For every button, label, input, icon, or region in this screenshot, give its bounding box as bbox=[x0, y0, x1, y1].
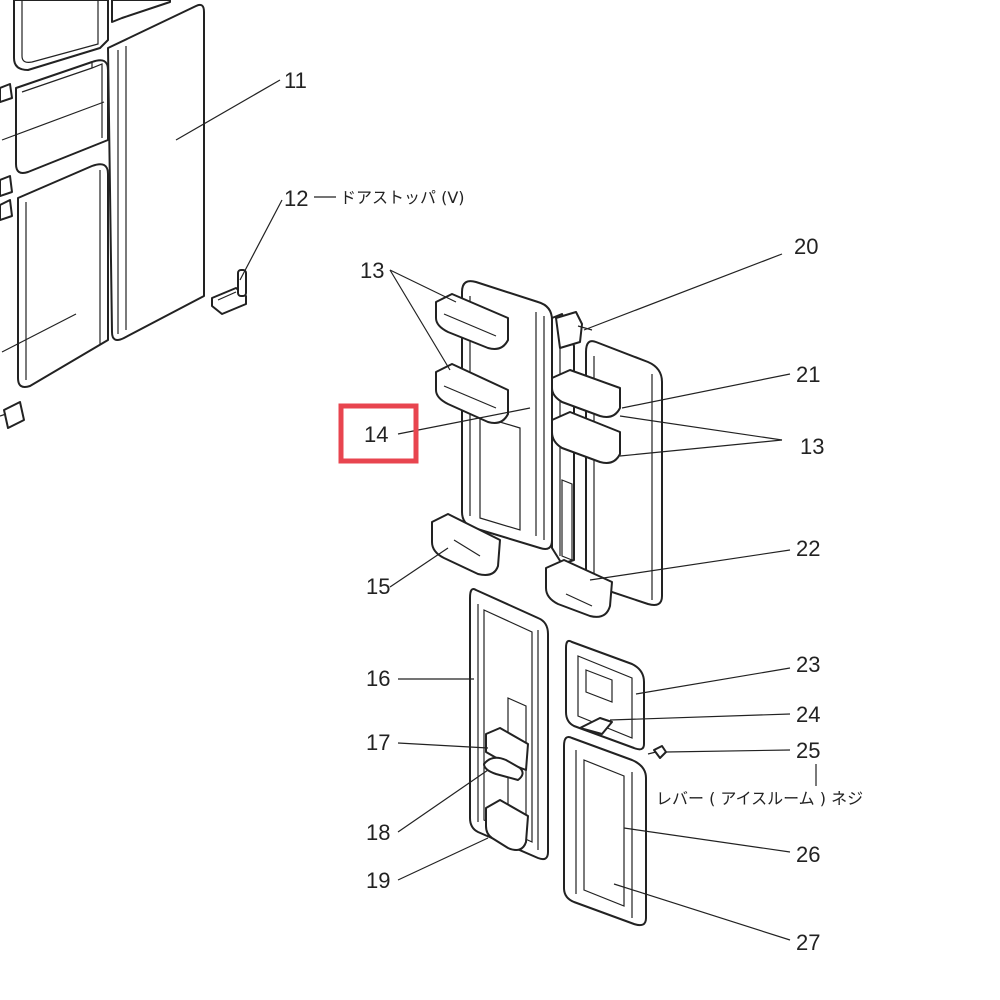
door-left-assembly bbox=[431, 280, 553, 576]
label-26: 26 bbox=[796, 842, 820, 867]
label-17: 17 bbox=[366, 730, 390, 755]
callout-labels: 11 12 ドアストッパ (V) 13 14 15 16 17 18 19 20… bbox=[284, 68, 863, 955]
label-15: 15 bbox=[366, 574, 390, 599]
cabinet-fragments bbox=[0, 0, 205, 429]
label-18: 18 bbox=[366, 820, 390, 845]
label-20: 20 bbox=[794, 234, 818, 259]
label-25: 25 bbox=[796, 738, 820, 763]
door-right-assembly bbox=[545, 311, 663, 618]
label-27: 27 bbox=[796, 930, 820, 955]
label-24: 24 bbox=[796, 702, 820, 727]
door-lower-left-assembly bbox=[469, 588, 549, 861]
door-stopper-part bbox=[211, 269, 247, 315]
label-19: 19 bbox=[366, 868, 390, 893]
label-12: 12 bbox=[284, 186, 308, 211]
label-23: 23 bbox=[796, 652, 820, 677]
label-11: 11 bbox=[284, 68, 307, 93]
label-22: 22 bbox=[796, 536, 820, 561]
highlight-box bbox=[338, 403, 419, 464]
label-14: 14 bbox=[364, 422, 388, 447]
door-lower-right-assembly bbox=[563, 639, 667, 927]
label-13-left: 13 bbox=[360, 258, 384, 283]
label-21: 21 bbox=[796, 362, 820, 387]
label-25-name: レバー ( アイスルーム ) ネジ bbox=[656, 789, 863, 808]
label-12-name: ドアストッパ (V) bbox=[340, 188, 465, 207]
label-13-right: 13 bbox=[800, 434, 824, 459]
label-16: 16 bbox=[366, 666, 390, 691]
leader-lines bbox=[1, 79, 817, 941]
